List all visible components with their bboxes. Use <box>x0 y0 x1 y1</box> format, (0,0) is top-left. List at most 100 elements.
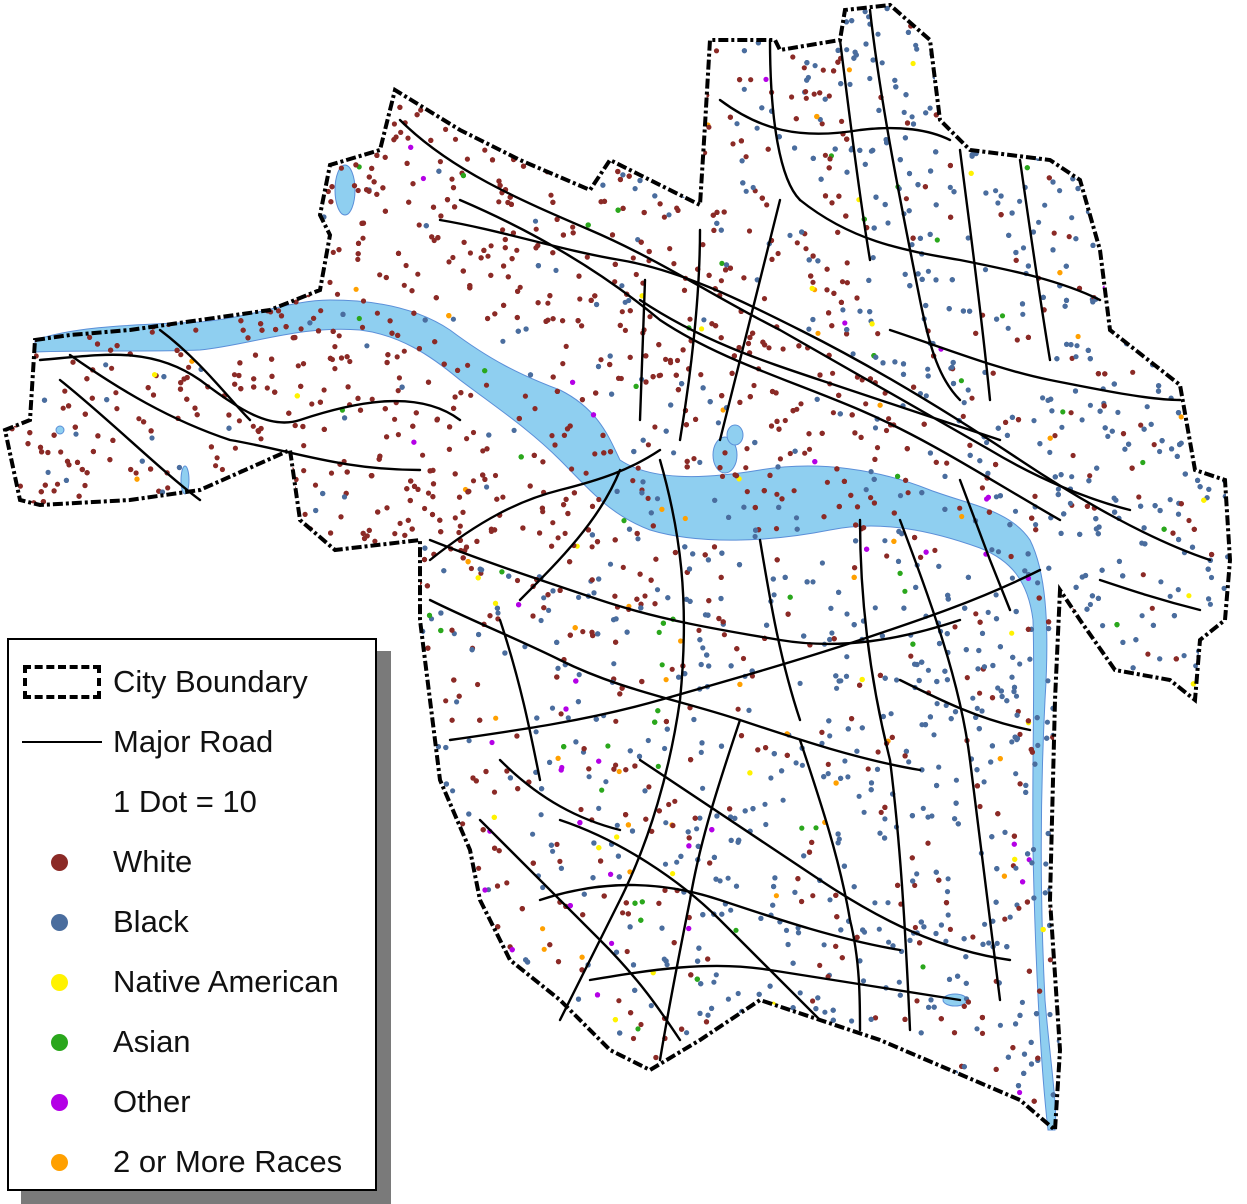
population-dot <box>692 1087 698 1093</box>
population-dot <box>447 1085 453 1091</box>
population-dot <box>268 611 275 617</box>
population-dot <box>16 174 22 181</box>
population-dot <box>551 1053 557 1059</box>
population-dot <box>1040 395 1046 401</box>
population-dot <box>31 82 38 88</box>
population-dot <box>456 693 462 699</box>
population-dot <box>840 1037 847 1043</box>
population-dot <box>235 292 241 298</box>
population-dot <box>1194 87 1200 93</box>
population-dot <box>611 91 617 97</box>
population-dot <box>1084 798 1090 804</box>
population-dot <box>60 574 66 581</box>
population-dot <box>1186 517 1192 524</box>
population-dot <box>1208 9 1214 15</box>
population-dot <box>236 418 242 424</box>
population-dot <box>960 413 966 419</box>
population-dot <box>668 41 674 47</box>
population-dot <box>1178 1115 1184 1121</box>
population-dot <box>510 70 516 76</box>
population-dot <box>776 1072 782 1079</box>
population-dot <box>773 526 780 532</box>
population-dot <box>834 1036 840 1042</box>
population-dot <box>1223 640 1229 647</box>
population-dot <box>466 1010 472 1016</box>
population-dot <box>602 1103 609 1109</box>
population-dot <box>949 17 955 23</box>
population-dot <box>685 127 691 133</box>
population-dot <box>1205 138 1211 144</box>
population-dot <box>577 55 583 61</box>
population-dot <box>1128 936 1134 943</box>
population-dot <box>347 358 353 365</box>
population-dot <box>1136 700 1142 706</box>
population-dot <box>227 91 233 97</box>
population-dot <box>366 174 372 180</box>
population-dot <box>1049 408 1055 414</box>
population-dot <box>514 247 520 253</box>
population-dot <box>24 572 30 579</box>
population-dot <box>149 435 155 441</box>
population-dot <box>227 241 233 247</box>
population-dot <box>1031 895 1037 901</box>
population-dot <box>397 799 403 805</box>
population-dot <box>580 912 586 918</box>
population-dot <box>1020 245 1027 251</box>
population-dot <box>995 200 1001 206</box>
population-dot <box>1194 241 1200 247</box>
population-dot <box>457 1083 463 1089</box>
population-dot <box>217 529 223 535</box>
population-dot <box>17 274 24 280</box>
population-dot <box>684 56 691 62</box>
population-dot <box>254 606 260 612</box>
population-dot <box>1147 805 1153 811</box>
population-dot <box>1047 1011 1053 1018</box>
population-dot <box>794 240 800 246</box>
population-dot <box>859 1119 865 1125</box>
population-dot <box>686 925 692 932</box>
population-dot <box>498 122 505 128</box>
population-dot <box>240 175 246 181</box>
population-dot <box>190 116 196 122</box>
population-dot <box>27 217 33 223</box>
population-dot <box>312 10 318 16</box>
population-dot <box>29 141 35 147</box>
population-dot <box>224 13 230 19</box>
population-dot <box>75 106 81 112</box>
population-dot <box>486 432 492 438</box>
population-dot <box>418 922 425 928</box>
population-dot <box>886 939 892 945</box>
population-dot <box>787 1056 793 1062</box>
population-dot <box>576 32 582 39</box>
population-dot <box>614 822 620 828</box>
population-dot <box>450 788 456 794</box>
population-dot <box>1115 409 1121 415</box>
population-dot <box>877 830 883 836</box>
population-dot <box>455 853 461 860</box>
population-dot <box>711 544 718 550</box>
population-dot <box>995 549 1002 555</box>
population-dot <box>1162 1026 1168 1032</box>
population-dot <box>1073 354 1079 360</box>
population-dot <box>363 57 370 63</box>
population-dot <box>870 57 876 63</box>
population-dot <box>449 990 455 996</box>
population-dot <box>401 78 407 84</box>
population-dot <box>426 612 433 619</box>
population-dot <box>14 537 20 543</box>
population-dot <box>314 41 320 47</box>
population-dot <box>1182 343 1189 349</box>
population-dot <box>1203 906 1209 912</box>
population-dot <box>1182 30 1188 36</box>
population-dot <box>790 54 796 60</box>
population-dot <box>465 362 471 368</box>
population-dot <box>1095 167 1101 173</box>
population-dot <box>1121 70 1127 76</box>
population-dot <box>271 477 277 483</box>
population-dot <box>614 52 620 58</box>
population-dot <box>1004 698 1010 704</box>
population-dot <box>385 632 391 639</box>
population-dot <box>485 110 491 116</box>
population-dot <box>787 20 793 27</box>
population-dot <box>498 1025 504 1032</box>
